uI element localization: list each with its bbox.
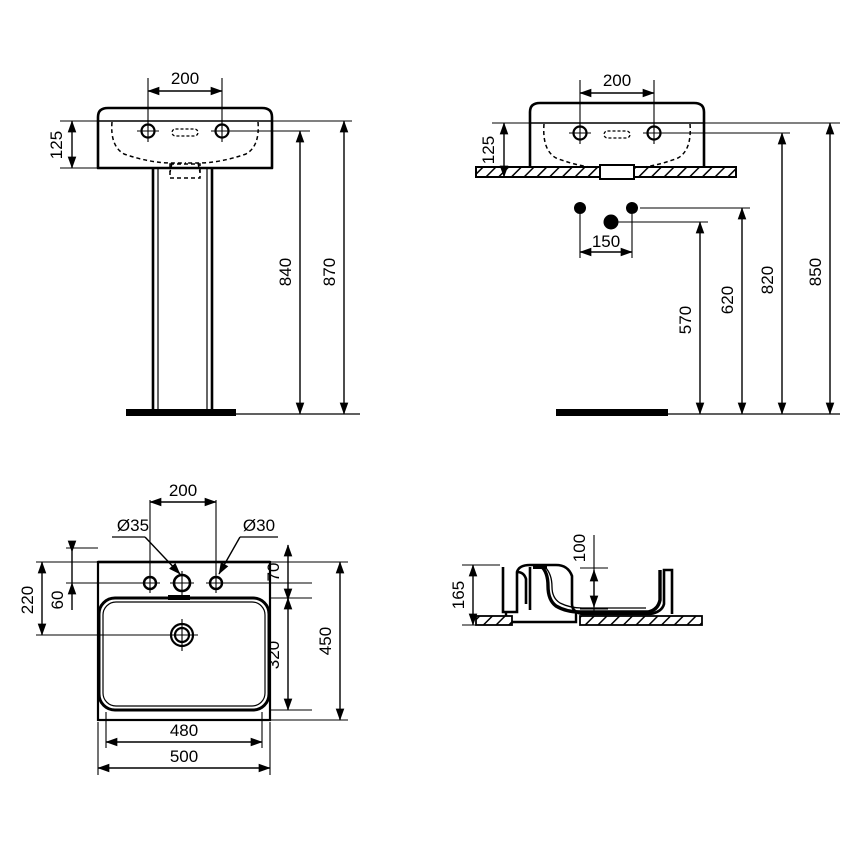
dim-label-320-plan: 320 [264, 641, 283, 669]
dim-320-plan: 320 [264, 597, 312, 711]
dim-480-plan: 480 [105, 712, 263, 748]
dim-label-870-v1: 870 [320, 258, 339, 286]
supply-connection-point-right-v2 [626, 202, 638, 214]
dim-label-820-v2: 820 [758, 266, 777, 294]
dim-200-plan: 200 [149, 481, 217, 575]
dim-870-v1: 870 [272, 120, 352, 415]
view-side-section: 165 100 [449, 534, 703, 626]
dim-570-v2: 570 [618, 221, 708, 415]
dim-820-v2: 820 [662, 132, 790, 415]
dim-label-165-section: 165 [449, 581, 468, 609]
dim-label-d35: Ø35 [117, 516, 149, 535]
tap-hole-left-plan [140, 573, 160, 593]
dim-125-v1: 125 [47, 120, 98, 169]
dim-label-480-plan: 480 [170, 721, 198, 740]
dim-150-v2: 150 [579, 214, 633, 258]
dim-label-850-v2: 850 [806, 258, 825, 286]
basin-body-outline-v1 [96, 106, 274, 170]
supply-connection-point-left-v2 [603, 214, 619, 230]
dim-165-section: 165 [449, 564, 500, 626]
dim-label-620-v2: 620 [718, 286, 737, 314]
overflow-notch-plan [168, 595, 190, 600]
dim-60-plan: 60 [48, 540, 140, 610]
bowl-inner-line-section [544, 566, 646, 609]
dim-label-200-v2: 200 [603, 71, 631, 90]
drain-hole-plan [166, 619, 198, 651]
dim-500-plan: 500 [97, 722, 271, 775]
overflow-mark-section [533, 565, 547, 569]
dim-label-200-plan: 200 [169, 481, 197, 500]
dim-620-v2: 620 [640, 207, 750, 415]
view-front-wallhung: 200 125 150 570 [475, 71, 840, 416]
dim-840-v1: 840 [230, 130, 310, 415]
bowl-hidden-outline-v1 [111, 121, 259, 179]
dim-label-220-plan: 220 [18, 586, 37, 614]
dim-200-v1: 200 [147, 69, 223, 128]
floor-line-v1 [126, 409, 360, 416]
dim-100-section: 100 [570, 534, 608, 612]
tap-hole-center-plan [170, 571, 194, 595]
dim-200-v2: 200 [579, 71, 655, 130]
dim-220-plan: 220 [18, 561, 166, 636]
hatched-floor-section [475, 615, 703, 626]
dim-label-60-plan: 60 [48, 591, 67, 610]
view-plan: 200 Ø35 Ø30 220 60 [18, 481, 348, 775]
dim-850-v2: 850 [704, 122, 840, 415]
dim-label-450-plan: 450 [316, 627, 335, 655]
dim-label-570-v2: 570 [676, 306, 695, 334]
basin-body-outline-v2 [528, 101, 706, 174]
bowl-inner-curve-section [539, 564, 662, 614]
dim-label-150-v2: 150 [592, 232, 620, 251]
dim-label-500-plan: 500 [170, 747, 198, 766]
dim-125-v2: 125 [479, 122, 530, 178]
callout-diameter-30: Ø30 [218, 516, 278, 575]
dim-label-125-v1: 125 [47, 131, 66, 159]
section-body-outline [501, 563, 674, 616]
dim-label-d30: Ø30 [243, 516, 275, 535]
dim-label-100-section: 100 [570, 534, 589, 562]
dim-label-840-v1: 840 [276, 258, 295, 286]
dim-450-plan: 450 [270, 561, 348, 721]
hatched-support-band-v2 [475, 164, 737, 180]
pedestal-v1 [151, 168, 214, 413]
callout-diameter-35: Ø35 [112, 516, 181, 575]
waste-connection-point-v2 [574, 202, 586, 214]
dim-label-125-v2: 125 [479, 136, 498, 164]
tap-hole-right-plan [206, 573, 226, 593]
dim-label-200-v1: 200 [171, 69, 199, 88]
dim-label-70-plan: 70 [264, 563, 283, 582]
view-front-pedestal: 200 125 840 870 [47, 69, 360, 416]
